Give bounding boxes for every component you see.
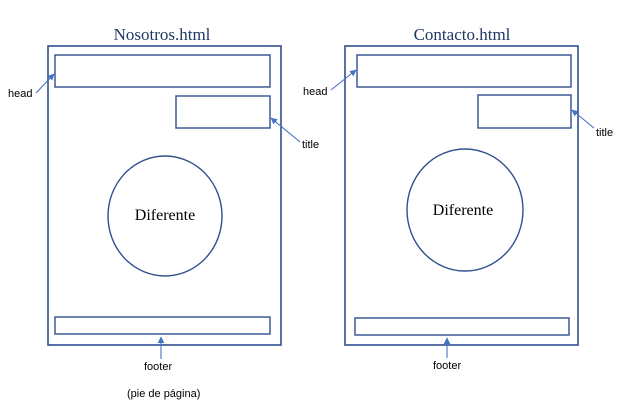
title-callout-label-nosotros: title	[302, 139, 319, 151]
center-label-nosotros: Diferente	[135, 207, 195, 224]
title-callout-arrow-nosotros	[270, 117, 301, 143]
title-callout-arrow-contacto	[571, 109, 595, 129]
title-box-nosotros	[175, 95, 271, 129]
center-label-contacto: Diferente	[433, 202, 493, 219]
content-circle-contacto	[406, 148, 524, 272]
footer-box-nosotros	[54, 316, 271, 335]
page-frame-contacto	[344, 45, 579, 346]
head-callout-label-contacto: head	[303, 86, 327, 98]
head-callout-label-nosotros: head	[8, 88, 32, 100]
head-box-nosotros	[54, 54, 271, 88]
head-callout-arrow-nosotros	[35, 73, 55, 94]
title-box-contacto	[477, 94, 572, 129]
page-title-contacto: Contacto.html	[414, 25, 511, 44]
title-callout-label-contacto: title	[596, 127, 613, 139]
page-title-nosotros: Nosotros.html	[114, 25, 211, 44]
footer-note-nosotros: (pie de página)	[127, 388, 200, 400]
page-frame-nosotros	[47, 45, 282, 346]
head-box-contacto	[356, 54, 572, 88]
footer-callout-label-nosotros: footer	[144, 361, 172, 373]
footer-box-contacto	[354, 317, 570, 336]
footer-callout-label-contacto: footer	[433, 360, 461, 372]
content-circle-nosotros	[107, 155, 223, 277]
head-callout-arrow-contacto	[330, 69, 357, 91]
page-contacto: Contacto.html Diferente head title foote…	[303, 25, 613, 372]
page-nosotros: Nosotros.html Diferente head title foote…	[8, 25, 319, 400]
